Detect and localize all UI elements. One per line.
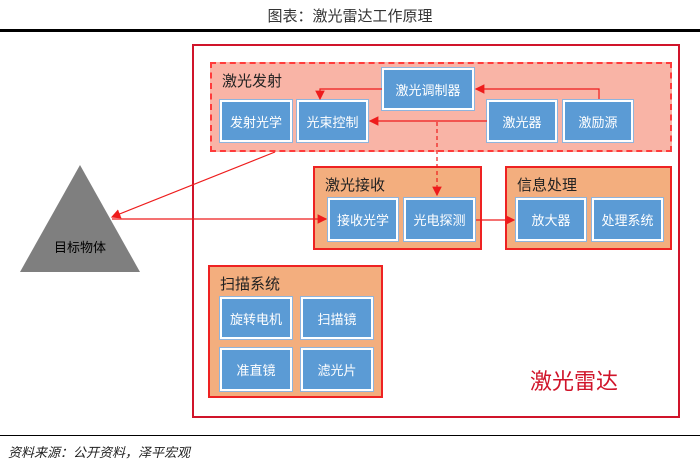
laser-box: 激光器 [486,99,558,143]
receive-label: 激光接收 [325,176,386,194]
source-note: 资料来源：公开资料，泽平宏观 [8,446,191,461]
scan-label: 扫描系统 [220,275,281,293]
info-label: 信息处理 [517,176,578,194]
bottom-divider [0,435,700,436]
motor-box: 旋转电机 [219,296,293,340]
beam-control-box: 光束控制 [296,99,369,143]
system-name: 激光雷达 [530,370,619,395]
lidar-system-frame [192,44,680,418]
modulator-box: 激光调制器 [381,67,475,111]
receive-optics-box: 接收光学 [327,197,399,242]
detector-box: 光电探测 [403,197,476,242]
target-triangle [20,165,140,272]
target-label: 目标物体 [53,241,106,256]
emission-label: 激光发射 [222,72,283,90]
divider [0,29,700,32]
processing-box: 处理系统 [591,197,664,242]
amplifier-box: 放大器 [515,197,587,242]
collimator-box: 准直镜 [219,347,293,392]
scan-mirror-box: 扫描镜 [300,296,374,340]
emission-optics-box: 发射光学 [219,99,293,143]
filter-box: 滤光片 [300,347,374,392]
figure-title: 图表：激光雷达工作原理 [267,7,433,25]
pump-box: 激励源 [562,99,634,143]
